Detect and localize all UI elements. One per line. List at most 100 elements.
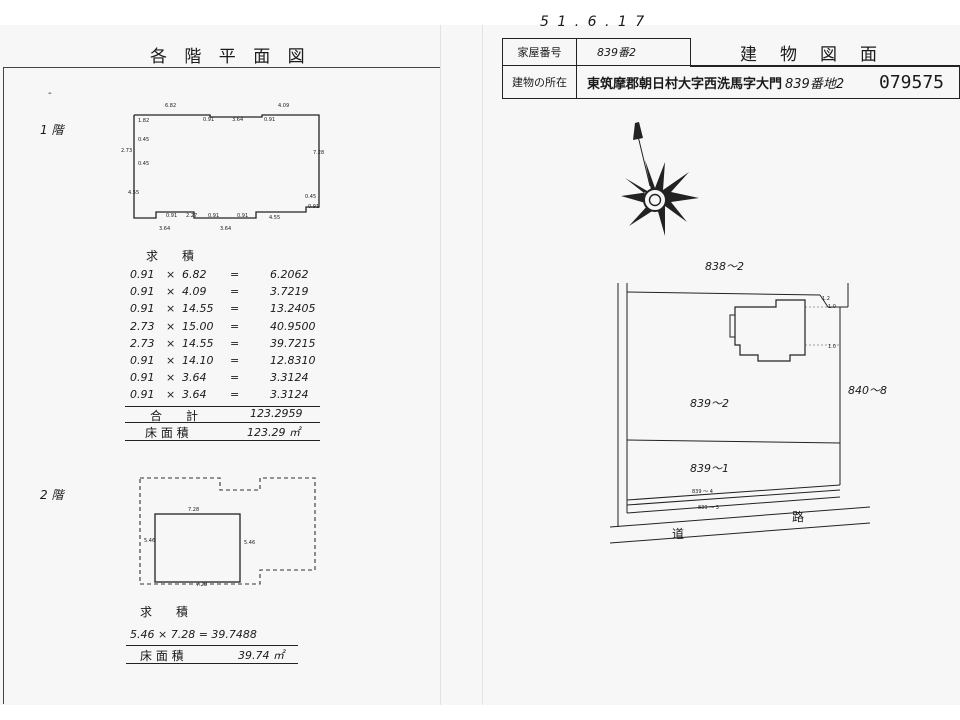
- calc-cell-b: 14.55: [182, 336, 214, 350]
- doc-title: 建 物 図 面: [740, 45, 880, 65]
- f1-dim-left-d: 0.45: [138, 161, 150, 167]
- calc-cell-eq: =: [230, 388, 240, 402]
- f1-dim-left-a: 1.82: [138, 118, 150, 124]
- road-edge-top: [609, 506, 871, 528]
- calc-cell-a: 0.91: [130, 354, 155, 367]
- floor1-area-value: 123.29 ㎡: [247, 426, 300, 439]
- calc-cell-r: 13.2405: [270, 302, 316, 316]
- floor2-plan: [139, 477, 316, 585]
- location-label: 建物の所在: [512, 76, 567, 89]
- floor2-room-outline: [154, 513, 241, 583]
- floor1-sum-label: 合 計: [150, 409, 199, 423]
- f1-dim-right-c: 0.91: [308, 204, 320, 210]
- calc-cell-b: 14.55: [182, 302, 214, 316]
- lot-839-3: 839 〜 3: [698, 505, 719, 511]
- lot-839-2: 839〜2: [690, 397, 729, 410]
- floor2-area-label: 床 面 積: [140, 649, 184, 663]
- calc-cell-op: ×: [166, 285, 176, 299]
- calc-cell-eq: =: [230, 302, 240, 316]
- strip-line-3: [626, 496, 841, 514]
- f1-dim-right-b: 0.45: [305, 194, 317, 200]
- f1-dim-left-e: 4.55: [128, 190, 140, 196]
- floor1-calc-row: 0.91×4.09=3.7219: [130, 285, 330, 299]
- floor2-calc-title: 求 積: [140, 605, 189, 619]
- floor1-calc-title: 求 積: [146, 249, 195, 263]
- compass-north-icon: [621, 122, 699, 236]
- floor1-calc-row: 0.91×14.55=13.2405: [130, 302, 330, 316]
- f1-dim-top-left: 6.82: [165, 103, 177, 109]
- strip-line-2: [626, 489, 841, 506]
- floor1-area-label: 床 面 積: [145, 426, 189, 440]
- map-dim-3: 1.0: [828, 344, 836, 350]
- calc-cell-a: 2.73: [130, 336, 155, 350]
- house-number-value-cell: 839番2: [576, 38, 691, 66]
- road-label-2: 路: [792, 510, 805, 524]
- calc-cell-a: 0.91: [130, 371, 155, 385]
- calc-cell-eq: =: [230, 319, 240, 333]
- calc-cell-b: 14.10: [182, 354, 214, 367]
- left-page-frame: [3, 67, 440, 704]
- f1-dim-top-right: 4.09: [278, 103, 290, 109]
- floor1-calc-row: 2.73×15.00=40.9500: [130, 320, 330, 334]
- f1-dim-left-c: 2.73: [121, 148, 133, 154]
- calc-cell-op: ×: [166, 371, 176, 385]
- f1-dim-bot-c: 0.91: [208, 213, 220, 219]
- calc-cell-eq: =: [230, 354, 240, 367]
- f1-dim-top-b: 3.64: [232, 117, 244, 123]
- floor1-sum-line-mid: [125, 422, 320, 423]
- map-dim-1: 1.2: [822, 296, 830, 302]
- inner-division: [626, 439, 841, 444]
- floor1-calc-row: 0.91 × 14.10 = 12.8310: [130, 354, 330, 368]
- lot-840-8: 840〜8: [848, 384, 887, 397]
- f2-dim-left: 5.46: [144, 538, 156, 544]
- f2-dim-bottom: 7.28: [196, 582, 208, 588]
- map-dim-2: 1.0: [828, 304, 836, 310]
- calc-cell-b: 15.00: [182, 319, 214, 333]
- calc-cell-r: 12.8310: [270, 354, 316, 367]
- floor2-line-mid: [126, 645, 298, 646]
- floor1-label: 1 階: [40, 123, 64, 137]
- floor2-area-value: 39.74 ㎡: [238, 649, 284, 662]
- f1-dim-top-c: 0.91: [264, 117, 276, 123]
- strip-line-1: [626, 484, 841, 501]
- calc-cell-a: 2.73: [130, 319, 155, 333]
- calc-cell-a: 0.91: [130, 268, 155, 281]
- f1-dim-bot-b: 2.27: [186, 213, 198, 219]
- floor1-sum-line-top: [125, 406, 320, 407]
- f1-dim-bot-a: 0.91: [166, 213, 178, 219]
- house-number-label: 家屋番号: [517, 46, 562, 59]
- calc-cell-eq: =: [230, 371, 240, 385]
- calc-cell-eq: =: [230, 336, 240, 350]
- calc-cell-a: 0.91: [130, 388, 155, 402]
- calc-cell-b: 6.82: [182, 268, 207, 281]
- f1-dim-bot-e: 4.55: [269, 215, 281, 221]
- road-edge-bottom: [609, 522, 871, 544]
- calc-cell-op: ×: [166, 268, 176, 281]
- calc-cell-r: 39.7215: [270, 336, 316, 350]
- left-page-title: 各 階 平 面 図: [150, 47, 311, 67]
- house-number-value: 839番2: [597, 46, 636, 59]
- f2-dim-right: 5.46: [244, 540, 256, 546]
- road-label-1: 道: [672, 527, 685, 541]
- floor2-calc-row: 5.46 × 7.28 = 39.7488: [130, 628, 257, 641]
- document-number: 079575: [876, 72, 948, 93]
- calc-cell-r: 3.3124: [270, 388, 309, 402]
- floor1-sum-line-bottom: [125, 440, 320, 441]
- handwritten-date: 5 1 . 6 . 1 7: [540, 14, 647, 30]
- floor1-calc-row: 0.91×3.64=3.3124: [130, 371, 330, 385]
- calc-cell-eq: =: [230, 285, 240, 299]
- calc-cell-op: ×: [166, 319, 176, 333]
- calc-cell-r: 3.7219: [270, 285, 309, 299]
- calc-cell-op: ×: [166, 354, 176, 367]
- site-map: [609, 283, 871, 544]
- header-top-line: [690, 66, 960, 67]
- calc-cell-op: ×: [166, 336, 176, 350]
- document-sheet: [0, 25, 960, 705]
- f2-dim-top: 7.28: [188, 507, 200, 513]
- f1-dim-top-a: 0.91: [203, 117, 215, 123]
- floor2-line-bottom: [126, 663, 298, 664]
- floor1-calc-row: 0.91×3.64=3.3124: [130, 388, 330, 402]
- f1-dim-right: 7.28: [313, 150, 325, 156]
- calc-cell-a: 0.91: [130, 302, 155, 316]
- floor2-upper-dashed-outline: [139, 477, 316, 585]
